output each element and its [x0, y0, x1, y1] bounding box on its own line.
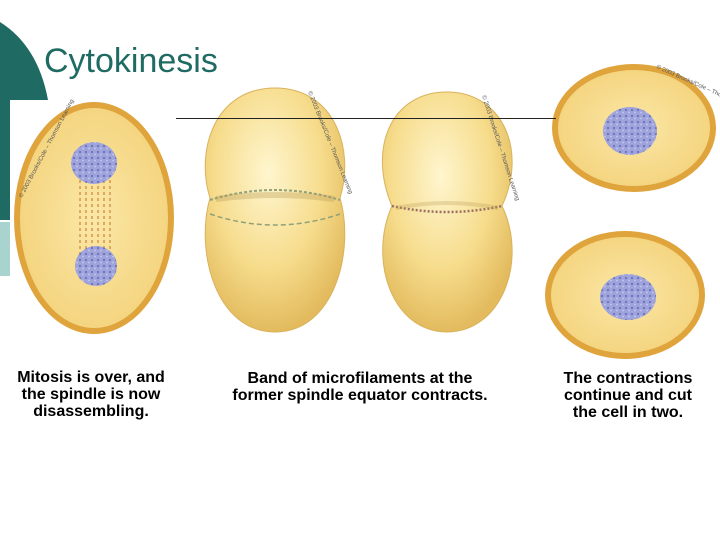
cell-cleavage-deep — [381, 91, 513, 333]
nucleus-top — [71, 142, 117, 184]
cell-band-contracting — [204, 87, 346, 333]
microfilament-band — [209, 189, 341, 201]
cell-mitosis-ending — [14, 102, 174, 334]
nucleus-daughter-bottom — [600, 274, 656, 320]
caption-mitosis-over: Mitosis is over, and the spindle is now … — [17, 369, 165, 420]
daughter-cell-top — [552, 64, 716, 192]
caption-cell-divided: The contractions continue and cut the ce… — [563, 370, 693, 421]
side-light-bar — [0, 222, 10, 276]
title-rule — [176, 118, 556, 119]
corner-teal-shape — [0, 22, 48, 220]
slide-title: Cytokinesis — [44, 42, 218, 80]
nucleus-daughter-top — [603, 107, 657, 155]
caption-band-contracts: Band of microfilaments at the former spi… — [232, 370, 488, 404]
nucleus-bottom — [75, 246, 117, 286]
daughter-cell-bottom — [545, 231, 705, 359]
spindle-fibers — [79, 180, 111, 255]
